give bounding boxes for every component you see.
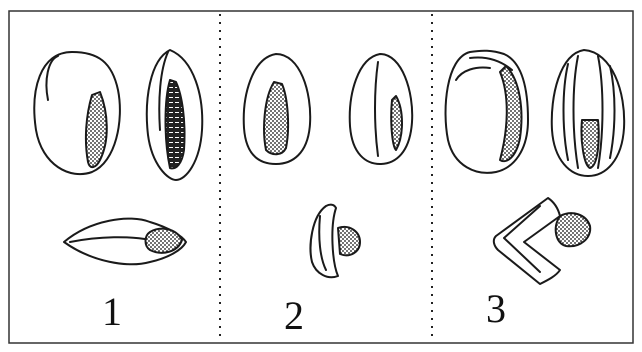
grain-3-side-view bbox=[446, 51, 528, 173]
grain-2-dorsal-view bbox=[244, 54, 310, 164]
figure-label-3: 3 bbox=[486, 289, 506, 329]
figure-label-1: 1 bbox=[102, 292, 122, 332]
grain-2-ventral-view bbox=[350, 54, 412, 164]
grain-1-ventral-view bbox=[147, 50, 202, 180]
grain-2-cross-section bbox=[311, 205, 360, 278]
grain-3-cross-section bbox=[494, 198, 590, 284]
grain-1-cross-section bbox=[64, 219, 186, 265]
grain-3-ventral-view bbox=[552, 50, 624, 176]
figure-label-2: 2 bbox=[284, 296, 304, 336]
grain-1-side-view bbox=[34, 52, 120, 174]
